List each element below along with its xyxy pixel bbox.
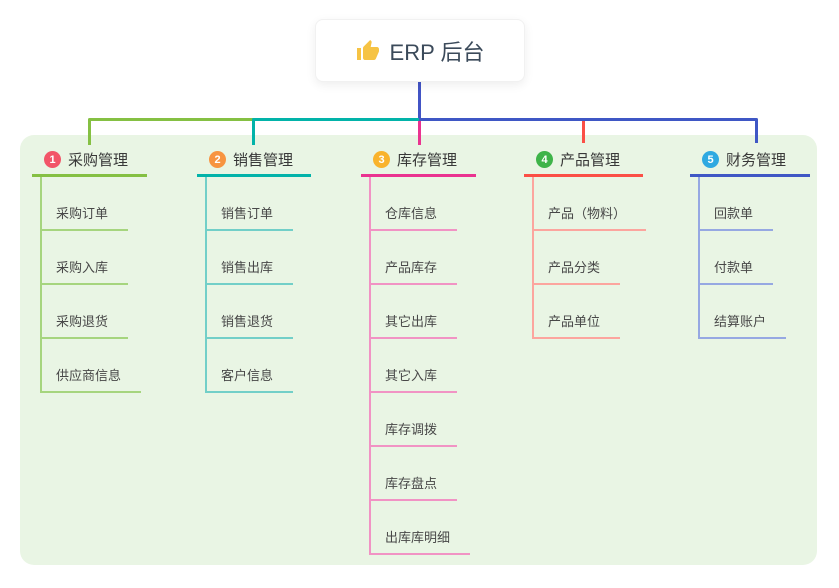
subtopic-item[interactable]: 出库库明细	[371, 529, 471, 555]
thumbs-up-icon	[356, 39, 379, 60]
branch-title-label: 财务管理	[726, 152, 787, 169]
branch-number-badge: 1	[44, 151, 61, 168]
subtopic-item[interactable]: 回款单	[700, 205, 774, 231]
branch-items: 销售订单 销售出库 销售退货 客户信息	[205, 177, 311, 393]
subtopic-item[interactable]: 库存盘点	[371, 475, 458, 501]
subtopic-item[interactable]: 结算账户	[700, 313, 787, 339]
branch-purchase-management: 1 采购管理 采购订单 采购入库 采购退货 供应商信息	[32, 145, 147, 393]
branch-number-badge: 4	[536, 151, 553, 168]
subtopic-item[interactable]: 销售退货	[207, 313, 294, 339]
subtopic-item[interactable]: 产品（物料）	[534, 205, 647, 231]
subtopic-item[interactable]: 其它入库	[371, 367, 458, 393]
connector-branch-1	[88, 118, 254, 145]
branch-title-inventory[interactable]: 3 库存管理	[361, 145, 476, 177]
subtopic-item[interactable]: 销售订单	[207, 205, 294, 231]
branch-number-badge: 3	[373, 151, 390, 168]
subtopic-item[interactable]: 产品库存	[371, 259, 458, 285]
branch-title-sales[interactable]: 2 销售管理	[197, 145, 311, 177]
branch-items: 采购订单 采购入库 采购退货 供应商信息	[40, 177, 147, 393]
subtopic-item[interactable]: 供应商信息	[42, 367, 142, 393]
root-node[interactable]: ERP 后台	[315, 19, 525, 82]
branch-items: 产品（物料） 产品分类 产品单位	[532, 177, 647, 339]
subtopic-item[interactable]: 付款单	[700, 259, 774, 285]
branch-product-management: 4 产品管理 产品（物料） 产品分类 产品单位	[524, 145, 647, 339]
subtopic-item[interactable]: 采购退货	[42, 313, 129, 339]
branch-number-badge: 2	[209, 151, 226, 168]
subtopic-item[interactable]: 产品分类	[534, 259, 621, 285]
branch-title-purchase[interactable]: 1 采购管理	[32, 145, 147, 177]
subtopic-item[interactable]: 库存调拨	[371, 421, 458, 447]
branch-items: 回款单 付款单 结算账户	[698, 177, 810, 339]
subtopic-item[interactable]: 产品单位	[534, 313, 621, 339]
branch-title-label: 库存管理	[397, 152, 458, 169]
root-node-label: ERP 后台	[389, 39, 485, 65]
branch-sales-management: 2 销售管理 销售订单 销售出库 销售退货 客户信息	[197, 145, 311, 393]
branch-title-label: 产品管理	[560, 152, 621, 169]
subtopic-item[interactable]: 销售出库	[207, 259, 294, 285]
subtopic-item[interactable]: 其它出库	[371, 313, 458, 339]
branch-finance-management: 5 财务管理 回款单 付款单 结算账户	[690, 145, 810, 339]
branch-title-label: 采购管理	[68, 152, 129, 169]
branch-title-finance[interactable]: 5 财务管理	[690, 145, 810, 177]
connector-branch-5	[419, 118, 758, 143]
branch-title-product[interactable]: 4 产品管理	[524, 145, 643, 177]
branches-panel	[20, 135, 817, 565]
subtopic-item[interactable]: 客户信息	[207, 367, 294, 393]
subtopic-item[interactable]: 采购入库	[42, 259, 129, 285]
subtopic-item[interactable]: 仓库信息	[371, 205, 458, 231]
branch-title-label: 销售管理	[233, 152, 294, 169]
subtopic-item[interactable]: 采购订单	[42, 205, 129, 231]
branch-number-badge: 5	[702, 151, 719, 168]
branch-items: 仓库信息 产品库存 其它出库 其它入库 库存调拨 库存盘点 出库库明细	[369, 177, 476, 555]
branch-inventory-management: 3 库存管理 仓库信息 产品库存 其它出库 其它入库 库存调拨 库存盘点 出库库…	[361, 145, 476, 555]
connector-branch-2	[252, 118, 420, 145]
